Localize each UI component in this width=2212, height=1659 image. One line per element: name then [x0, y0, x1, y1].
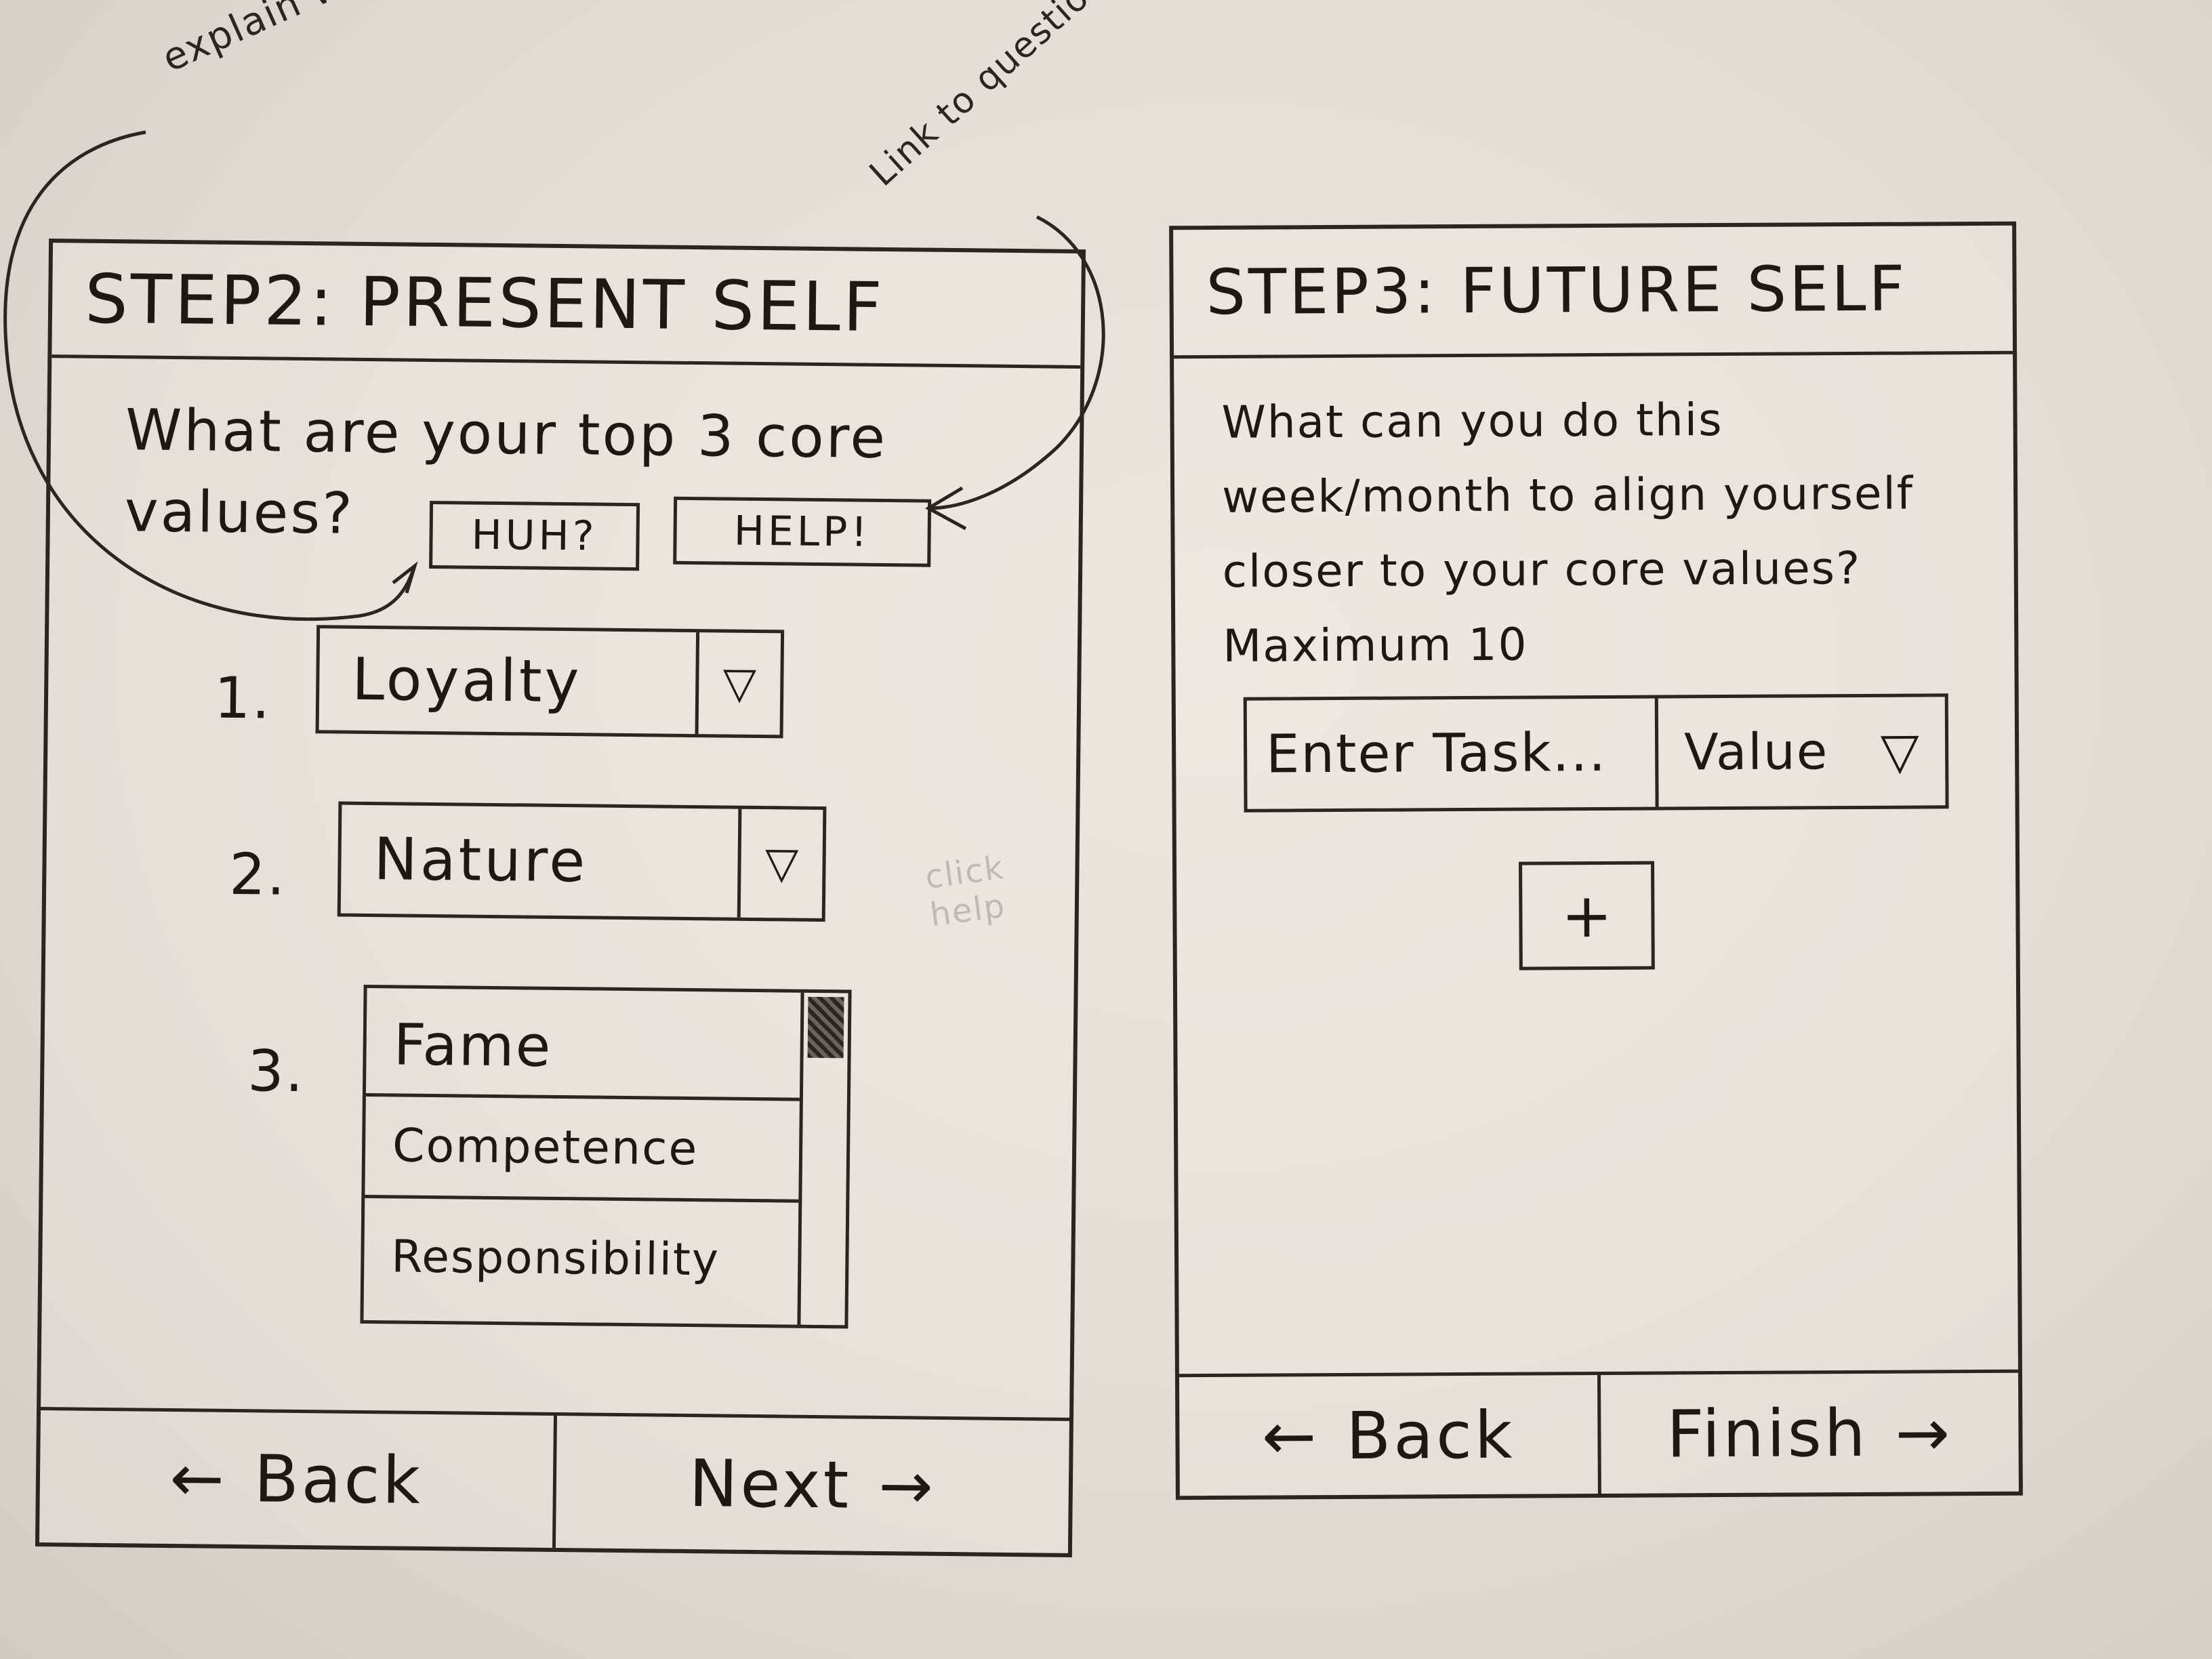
- step3-footer: ← Back Finish →: [1179, 1369, 2019, 1496]
- annotation-core-value-note: explain what a core value is (pop up): [156, 0, 863, 81]
- select-1-value: Loyalty: [351, 645, 582, 716]
- arrow-left-icon: ←: [169, 1439, 228, 1517]
- back-label: Back: [1346, 1397, 1515, 1474]
- rank-1-label: 1.: [213, 664, 272, 732]
- next-button[interactable]: Next →: [552, 1415, 1069, 1553]
- help-button[interactable]: HELP!: [673, 496, 932, 567]
- back-label: Back: [253, 1440, 424, 1519]
- arrow-right-icon: →: [878, 1447, 937, 1524]
- task-input[interactable]: [1246, 698, 1659, 809]
- step3-question: What can you do this week/month to align…: [1221, 394, 1914, 672]
- task-row: Value ▽: [1243, 693, 1949, 813]
- chevron-down-icon[interactable]: ▽: [737, 808, 823, 919]
- finish-label: Finish: [1666, 1395, 1868, 1472]
- dropdown-scrollbar[interactable]: [797, 992, 848, 1326]
- step2-title: STEP2: PRESENT SELF: [84, 259, 886, 347]
- task-value-select[interactable]: Value ▽: [1658, 697, 1945, 806]
- rank-2-label: 2.: [228, 840, 287, 908]
- dropdown-option-fame[interactable]: Fame: [365, 995, 801, 1101]
- add-task-button[interactable]: +: [1519, 861, 1655, 970]
- chevron-down-icon: ▽: [1880, 722, 1920, 781]
- core-value-dropdown-3[interactable]: Fame Competence Responsibility: [360, 984, 852, 1329]
- step3-header: STEP3: FUTURE SELF: [1173, 225, 2013, 359]
- next-label: Next: [689, 1445, 852, 1523]
- step2-header: STEP2: PRESENT SELF: [52, 243, 1082, 369]
- arrow-right-icon: →: [1895, 1394, 1953, 1471]
- step3-title: STEP3: FUTURE SELF: [1206, 252, 1908, 329]
- faint-click-help-note: click help: [922, 848, 1008, 935]
- plus-icon: +: [1561, 880, 1613, 951]
- back-button[interactable]: ← Back: [39, 1410, 554, 1548]
- rank-3-label: 3.: [247, 1038, 305, 1105]
- step2-screen: STEP2: PRESENT SELF What are your top 3 …: [35, 239, 1086, 1557]
- task-value-label: Value: [1683, 722, 1829, 782]
- back-button[interactable]: ← Back: [1179, 1375, 1597, 1496]
- core-value-select-2[interactable]: Nature ▽: [337, 801, 827, 922]
- annotation-questionnaire-note: Link to questionare to figure out values: [861, 0, 1447, 196]
- step3-screen: STEP3: FUTURE SELF What can you do this …: [1169, 221, 2023, 1500]
- scrollbar-thumb[interactable]: [807, 996, 844, 1059]
- dropdown-option-responsibility[interactable]: Responsibility: [391, 1229, 720, 1286]
- step2-footer: ← Back Next →: [39, 1407, 1070, 1553]
- arrow-left-icon: ←: [1261, 1397, 1319, 1475]
- select-2-value: Nature: [373, 825, 588, 896]
- finish-button[interactable]: Finish →: [1597, 1372, 2019, 1494]
- huh-button[interactable]: HUH?: [429, 500, 640, 571]
- core-value-select-1[interactable]: Loyalty ▽: [315, 625, 785, 739]
- dropdown-option-competence[interactable]: Competence: [365, 1097, 800, 1203]
- chevron-down-icon[interactable]: ▽: [695, 632, 781, 735]
